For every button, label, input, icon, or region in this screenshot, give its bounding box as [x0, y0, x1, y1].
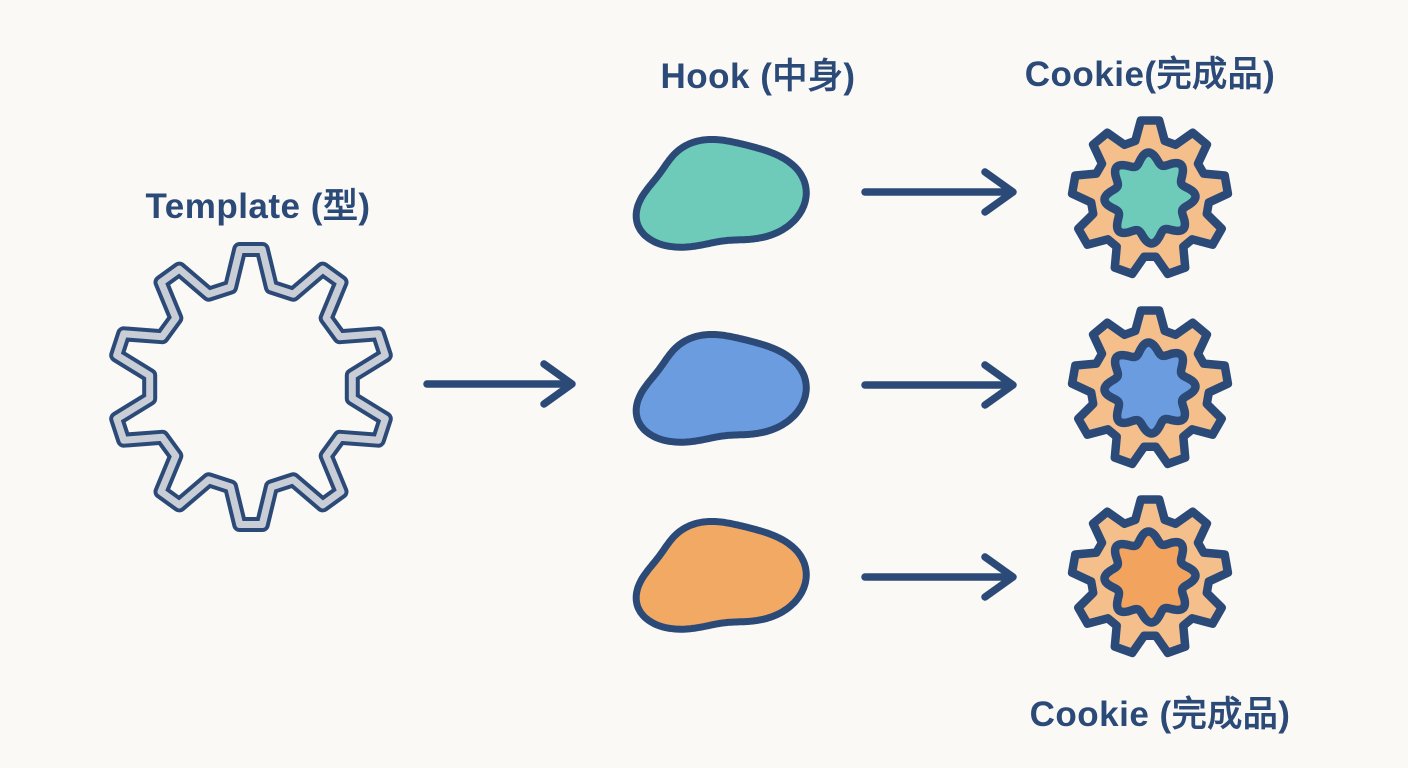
- cookie-gear-orange-center: [1100, 527, 1200, 627]
- arrow-teal-to-cookie-head: [981, 168, 1017, 216]
- cookie-bottom-label: Cookie (完成品): [1029, 695, 1291, 734]
- template-gear-outline: [109, 242, 393, 532]
- hook-blob-teal: [632, 136, 810, 251]
- arrow-template-to-hooks-head: [540, 360, 576, 408]
- hook-blob-orange: [632, 518, 810, 633]
- arrow-orange-to-cookie-head: [981, 553, 1017, 601]
- cookie-column-title: Cookie(完成品): [1024, 55, 1276, 94]
- hook-blob-blue: [632, 331, 810, 446]
- arrow-blue-to-cookie-head: [981, 361, 1017, 409]
- template-label: Template (型): [145, 187, 371, 226]
- cookie-gear-teal-center: [1100, 148, 1200, 248]
- hook-column-title: Hook (中身): [660, 57, 856, 96]
- template-gear-band: [113, 246, 389, 528]
- cookie-gear-blue-center: [1100, 338, 1200, 438]
